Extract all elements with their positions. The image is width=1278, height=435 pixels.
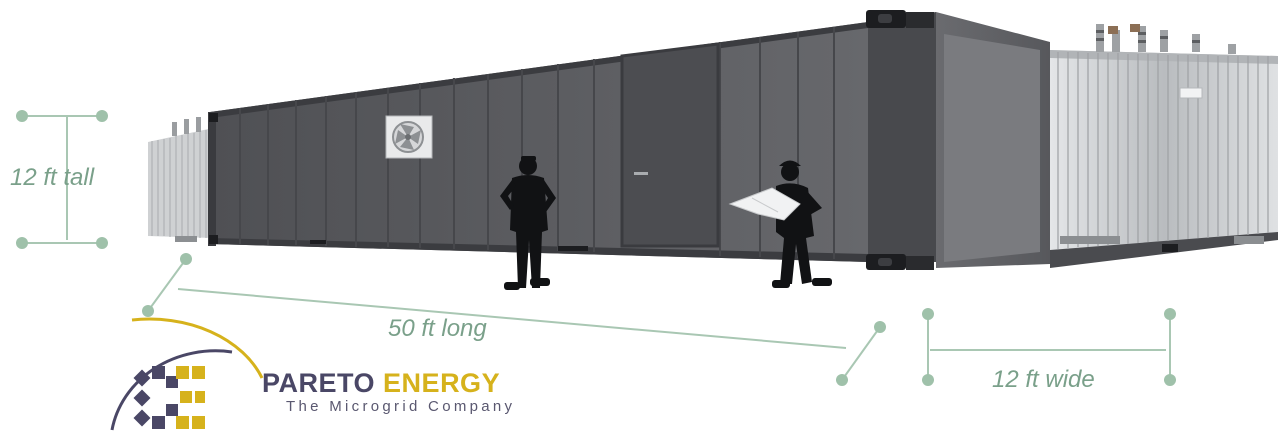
length-label: 50 ft long (388, 315, 487, 342)
left-transformer (148, 117, 213, 242)
brand-wordmark: PARETO ENERGY The Microgrid Company (262, 368, 515, 416)
brand-tagline: The Microgrid Company (286, 398, 516, 415)
pareto-energy-logo-mark (110, 317, 264, 431)
length-dimension (142, 253, 886, 386)
container-door (620, 42, 720, 248)
ventilation-fan-icon (385, 115, 433, 159)
brand-name: PARETO ENERGY (262, 368, 515, 398)
worker-silhouette (500, 156, 556, 290)
width-label: 12 ft wide (992, 366, 1095, 393)
brand-name-part2: ENERGY (383, 368, 501, 398)
container-end (866, 10, 1278, 270)
brand-name-part1: PARETO (262, 368, 376, 398)
height-label: 12 ft tall (10, 164, 95, 191)
engineer-with-blueprint-silhouette (728, 160, 832, 288)
width-dimension (922, 308, 1176, 386)
height-dimension (16, 110, 108, 249)
right-transformer (1050, 24, 1278, 250)
container-side (208, 22, 868, 262)
